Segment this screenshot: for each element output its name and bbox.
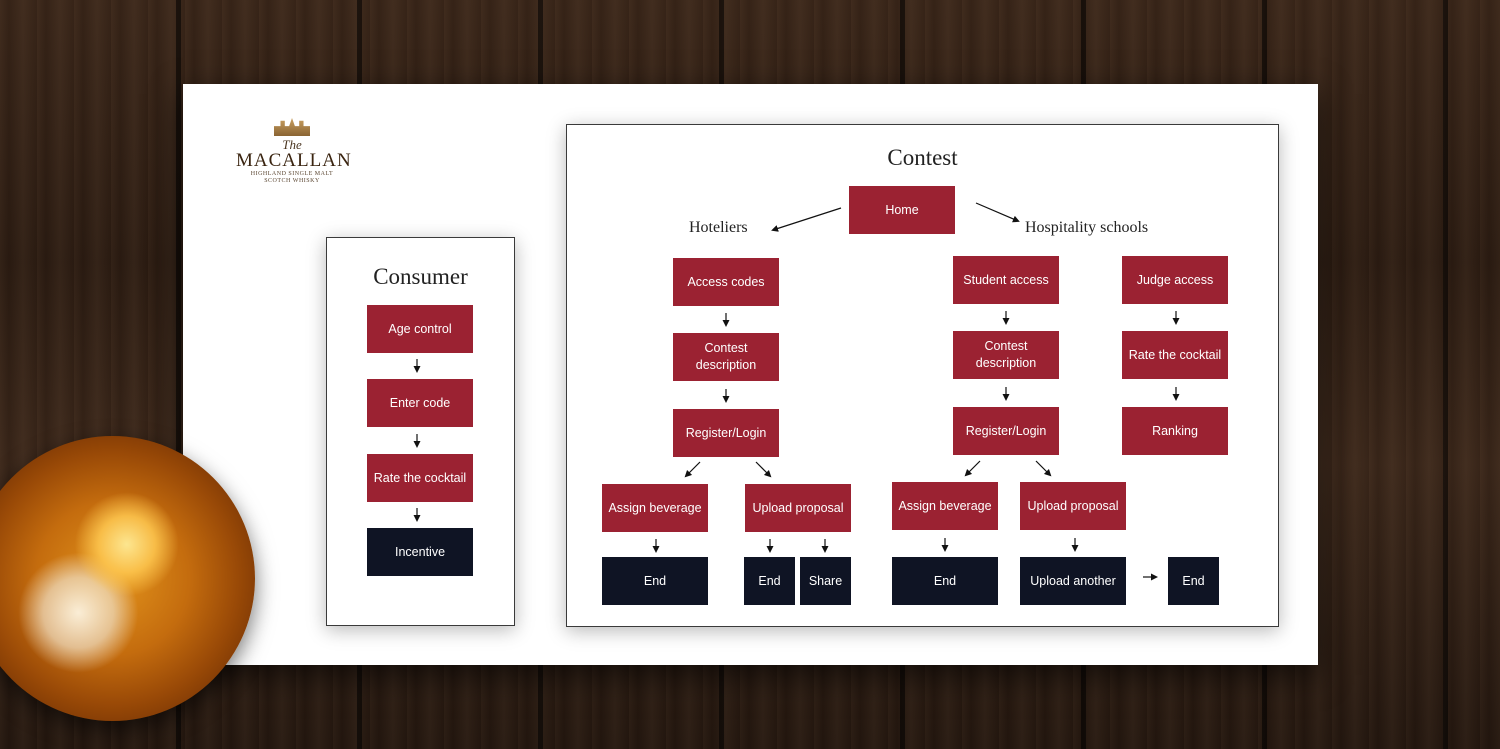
hoteliers-access-codes: Access codes <box>673 258 779 306</box>
logo-sub1: HIGHLAND SINGLE MALT <box>250 171 334 177</box>
hoteliers-register-login: Register/Login <box>673 409 779 457</box>
hoteliers-upload-proposal: Upload proposal <box>745 484 851 532</box>
macallan-logo: The MACALLAN HIGHLAND SINGLE MALT SCOTCH… <box>236 118 352 198</box>
hospitality-schools-heading: Hospitality schools <box>1025 219 1149 236</box>
consumer-step-age-control: Age control <box>367 305 473 353</box>
consumer-title: Consumer <box>373 264 468 289</box>
schools-upload-proposal: Upload proposal <box>1020 482 1126 530</box>
schools-contest-description: Contest description <box>953 331 1059 379</box>
contest-title: Contest <box>887 145 958 170</box>
contest-home: Home <box>849 186 955 234</box>
consumer-panel: Consumer <box>326 237 515 626</box>
hoteliers-heading: Hoteliers <box>689 219 748 236</box>
logo-sub2: SCOTCH WHISKY <box>264 178 320 184</box>
hoteliers-contest-description: Contest description <box>673 333 779 381</box>
hoteliers-end-left: End <box>602 557 708 605</box>
consumer-step-rate-cocktail: Rate the cocktail <box>367 454 473 502</box>
distillery-house-icon <box>274 118 310 136</box>
schools-upload-another: Upload another <box>1020 557 1126 605</box>
consumer-step-enter-code: Enter code <box>367 379 473 427</box>
hoteliers-share: Share <box>800 557 851 605</box>
judge-rate-cocktail: Rate the cocktail <box>1122 331 1228 379</box>
schools-assign-beverage: Assign beverage <box>892 482 998 530</box>
schools-student-access: Student access <box>953 256 1059 304</box>
hoteliers-assign-beverage: Assign beverage <box>602 484 708 532</box>
logo-brand: MACALLAN <box>236 150 352 171</box>
judge-ranking: Ranking <box>1122 407 1228 455</box>
schools-end-left: End <box>892 557 998 605</box>
judge-access: Judge access <box>1122 256 1228 304</box>
whisky-glass-image <box>0 436 255 721</box>
hoteliers-end-mid: End <box>744 557 795 605</box>
schools-register-login: Register/Login <box>953 407 1059 455</box>
logo-the: The <box>282 137 302 152</box>
schools-end-right: End <box>1168 557 1219 605</box>
consumer-step-incentive: Incentive <box>367 528 473 576</box>
